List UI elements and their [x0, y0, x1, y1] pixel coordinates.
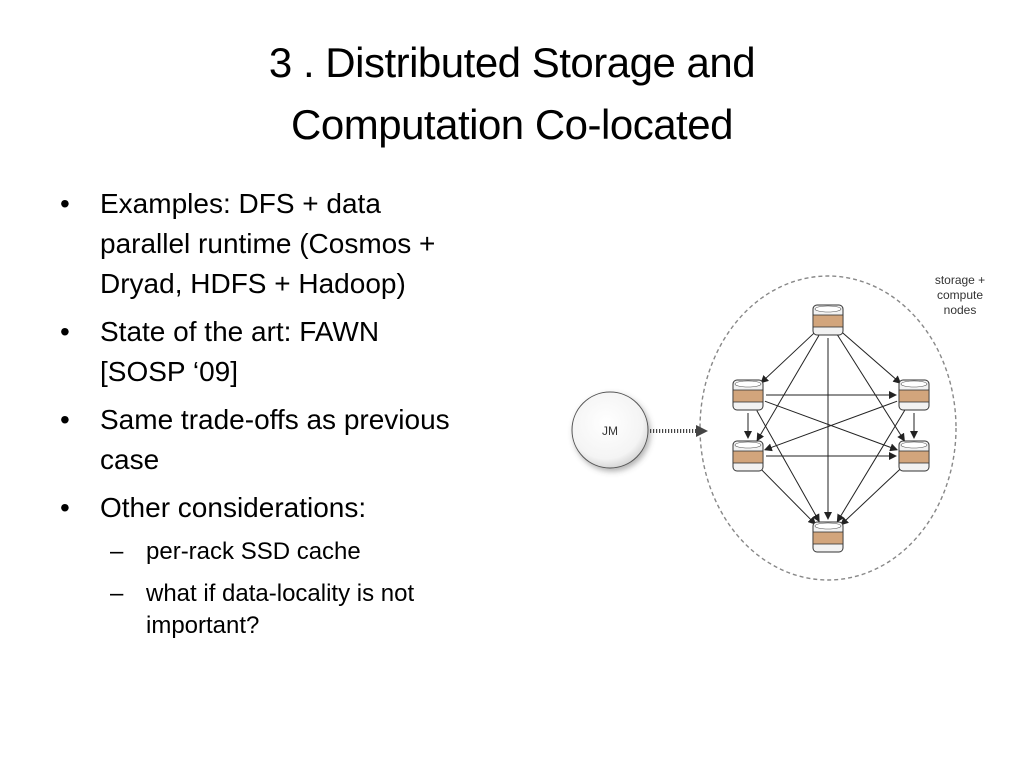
sub-bullet-text-line: per-rack SSD cache: [146, 538, 361, 565]
bullet-glyph: •: [60, 316, 70, 347]
storage-node: [812, 304, 844, 336]
bullet-trade-offs: • Same trade-offs as previous case: [58, 400, 538, 480]
storage-node: [732, 440, 764, 472]
sub-bullet-text-line: important?: [146, 612, 260, 639]
bullet-glyph: •: [60, 188, 70, 219]
node-connection: [840, 467, 902, 526]
bullet-text-line: [SOSP ‘09]: [100, 356, 239, 387]
cluster-label-line: nodes: [944, 303, 977, 317]
job-manager-label: JM: [602, 424, 618, 438]
node-connection: [763, 400, 898, 452]
slide-title: 3 . Distributed Storage and Computation …: [100, 32, 924, 156]
node-connection: [837, 334, 905, 442]
node-connection: [836, 410, 906, 523]
job-manager: JM: [571, 391, 649, 469]
sub-bullet-text-line: what if data-locality is not: [146, 580, 415, 607]
bullet-glyph: •: [60, 492, 70, 523]
node-connection: [756, 335, 820, 442]
bullet-text-line: State of the art: FAWN: [100, 316, 380, 347]
bullet-state-of-art: • State of the art: FAWN [SOSP ‘09]: [58, 312, 538, 392]
node-connections: [744, 331, 918, 526]
cluster-diagram: storage + compute nodes JM: [560, 260, 1000, 600]
bullet-text-line: Other considerations:: [100, 492, 367, 523]
storage-node: [898, 440, 930, 472]
bullet-text-line: Dryad, HDFS + Hadoop): [100, 268, 406, 299]
job-manager-arrow: [650, 425, 708, 437]
sub-bullet-data-locality: – what if data-locality is not important…: [100, 578, 538, 642]
sub-bullet-glyph: –: [110, 580, 124, 607]
bullet-examples: • Examples: DFS + data parallel runtime …: [58, 184, 538, 304]
cluster-boundary: [699, 275, 957, 581]
title-line-2: Computation Co-located: [291, 101, 733, 148]
node-connection: [841, 331, 902, 384]
storage-node: [898, 379, 930, 411]
storage-compute-nodes: [732, 304, 930, 553]
bullet-glyph: •: [60, 404, 70, 435]
cluster-diagram-svg: storage + compute nodes JM: [571, 273, 985, 581]
node-connection: [760, 331, 816, 384]
sub-bullet-glyph: –: [110, 538, 124, 565]
node-connection: [760, 468, 817, 525]
bullet-text-line: Same trade-offs as previous: [100, 404, 450, 435]
title-line-1: 3 . Distributed Storage and: [268, 39, 756, 86]
cluster-label-line: compute: [937, 288, 983, 302]
storage-node: [812, 521, 844, 553]
storage-node: [732, 379, 764, 411]
bullet-text-line: parallel runtime (Cosmos +: [100, 228, 436, 259]
job-manager-circle: [571, 391, 649, 469]
bullet-text-line: case: [100, 444, 160, 475]
sub-bullet-ssd-cache: – per-rack SSD cache: [100, 536, 538, 568]
cluster-label-line: storage +: [935, 273, 985, 287]
sub-bullet-list: – per-rack SSD cache – what if data-loca…: [100, 536, 538, 642]
bullet-other-considerations: • Other considerations: – per-rack SSD c…: [58, 488, 538, 642]
node-connection: [756, 410, 820, 523]
bullet-text-line: Examples: DFS + data: [100, 188, 381, 219]
bullet-list: • Examples: DFS + data parallel runtime …: [58, 184, 538, 652]
